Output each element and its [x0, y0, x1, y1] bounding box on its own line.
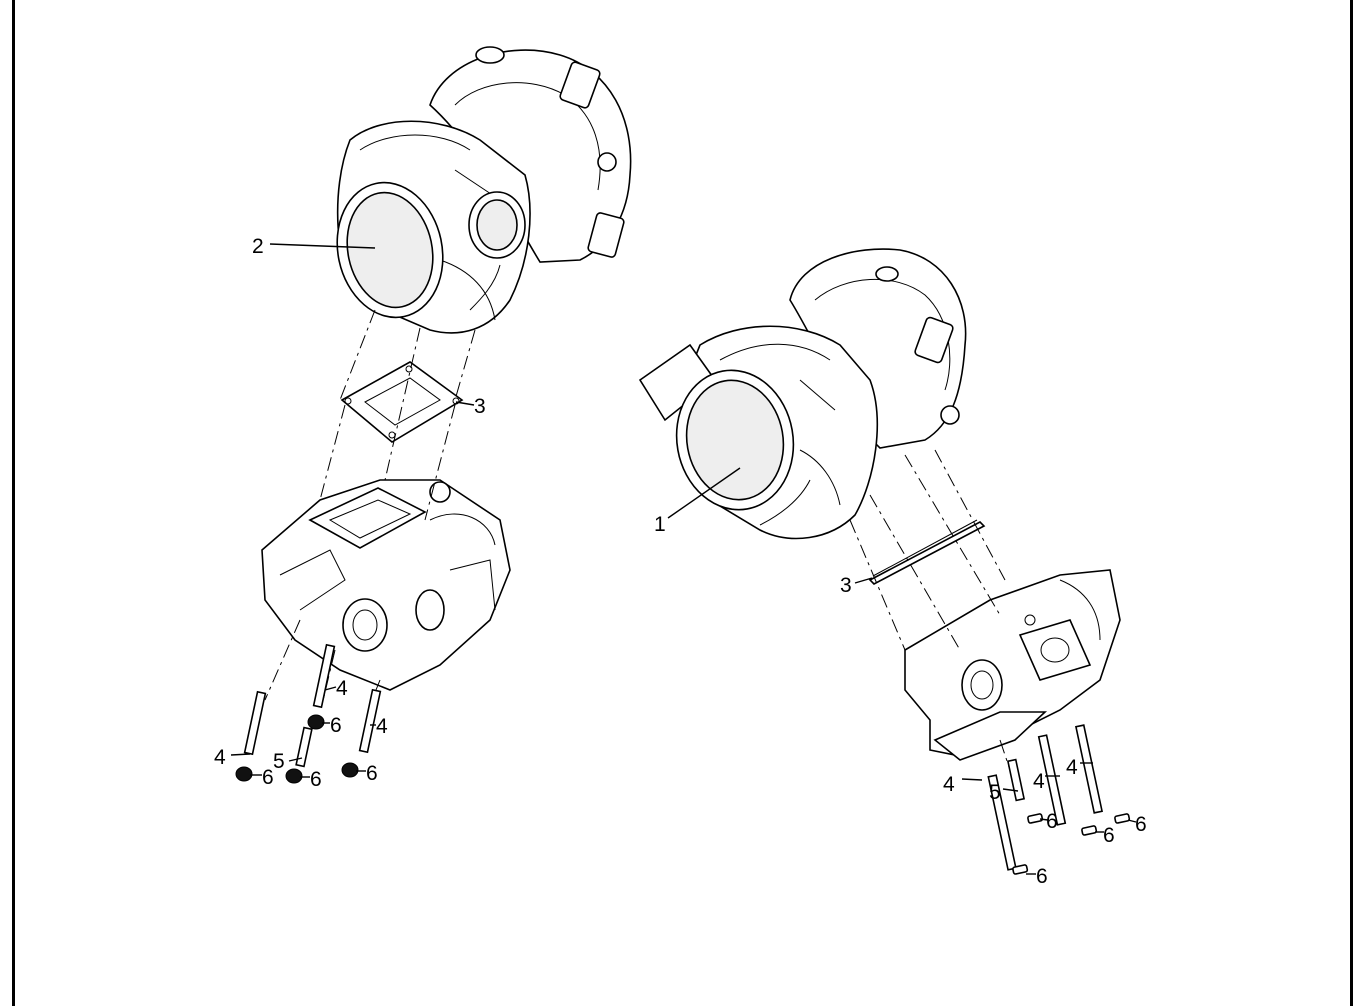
right-nuts	[1012, 813, 1131, 875]
callout-4-left-b: 4	[336, 677, 348, 700]
left-studs	[243, 643, 382, 768]
right-leader-lines	[667, 467, 1137, 875]
left-leader-lines	[230, 243, 475, 778]
frame-border-left	[12, 0, 15, 1006]
callout-6-right-b: 6	[1046, 810, 1058, 833]
callout-6-left-c: 6	[330, 714, 342, 737]
callout-6-left-b: 6	[310, 768, 322, 791]
left-exhaust-manifold	[261, 479, 511, 691]
callout-6-right-c: 6	[1103, 824, 1115, 847]
callout-3-right: 3	[840, 574, 852, 597]
callout-4-right-b: 4	[1033, 770, 1045, 793]
callout-4-right-a: 4	[943, 773, 955, 796]
frame-border-right	[1350, 0, 1353, 1006]
right-studs	[987, 724, 1104, 871]
callout-6-right-a: 6	[1036, 865, 1048, 888]
callout-1: 1	[654, 513, 666, 536]
callout-3-left: 3	[474, 395, 486, 418]
left-callouts: 2 3 4 4 4 5 6 6 6 6	[214, 235, 486, 791]
right-turbocharger	[638, 248, 967, 540]
callout-6-left-d: 6	[366, 762, 378, 785]
callout-4-right-c: 4	[1066, 756, 1078, 779]
right-callouts: 1 3 4 4 4 5 6 6 6 6	[654, 513, 1147, 888]
right-exhaust-manifold	[904, 569, 1121, 761]
callout-4-left-a: 4	[214, 746, 226, 769]
left-turbocharger	[336, 46, 632, 334]
callout-6-left-a: 6	[262, 766, 274, 789]
left-nuts	[235, 714, 359, 784]
callout-6-right-d: 6	[1135, 813, 1147, 836]
callout-2: 2	[252, 235, 264, 258]
callout-4-left-c: 4	[376, 715, 388, 738]
left-gasket	[340, 361, 464, 443]
right-gasket	[868, 519, 986, 585]
callout-5-left: 5	[273, 750, 285, 773]
callout-5-right: 5	[989, 781, 1001, 804]
